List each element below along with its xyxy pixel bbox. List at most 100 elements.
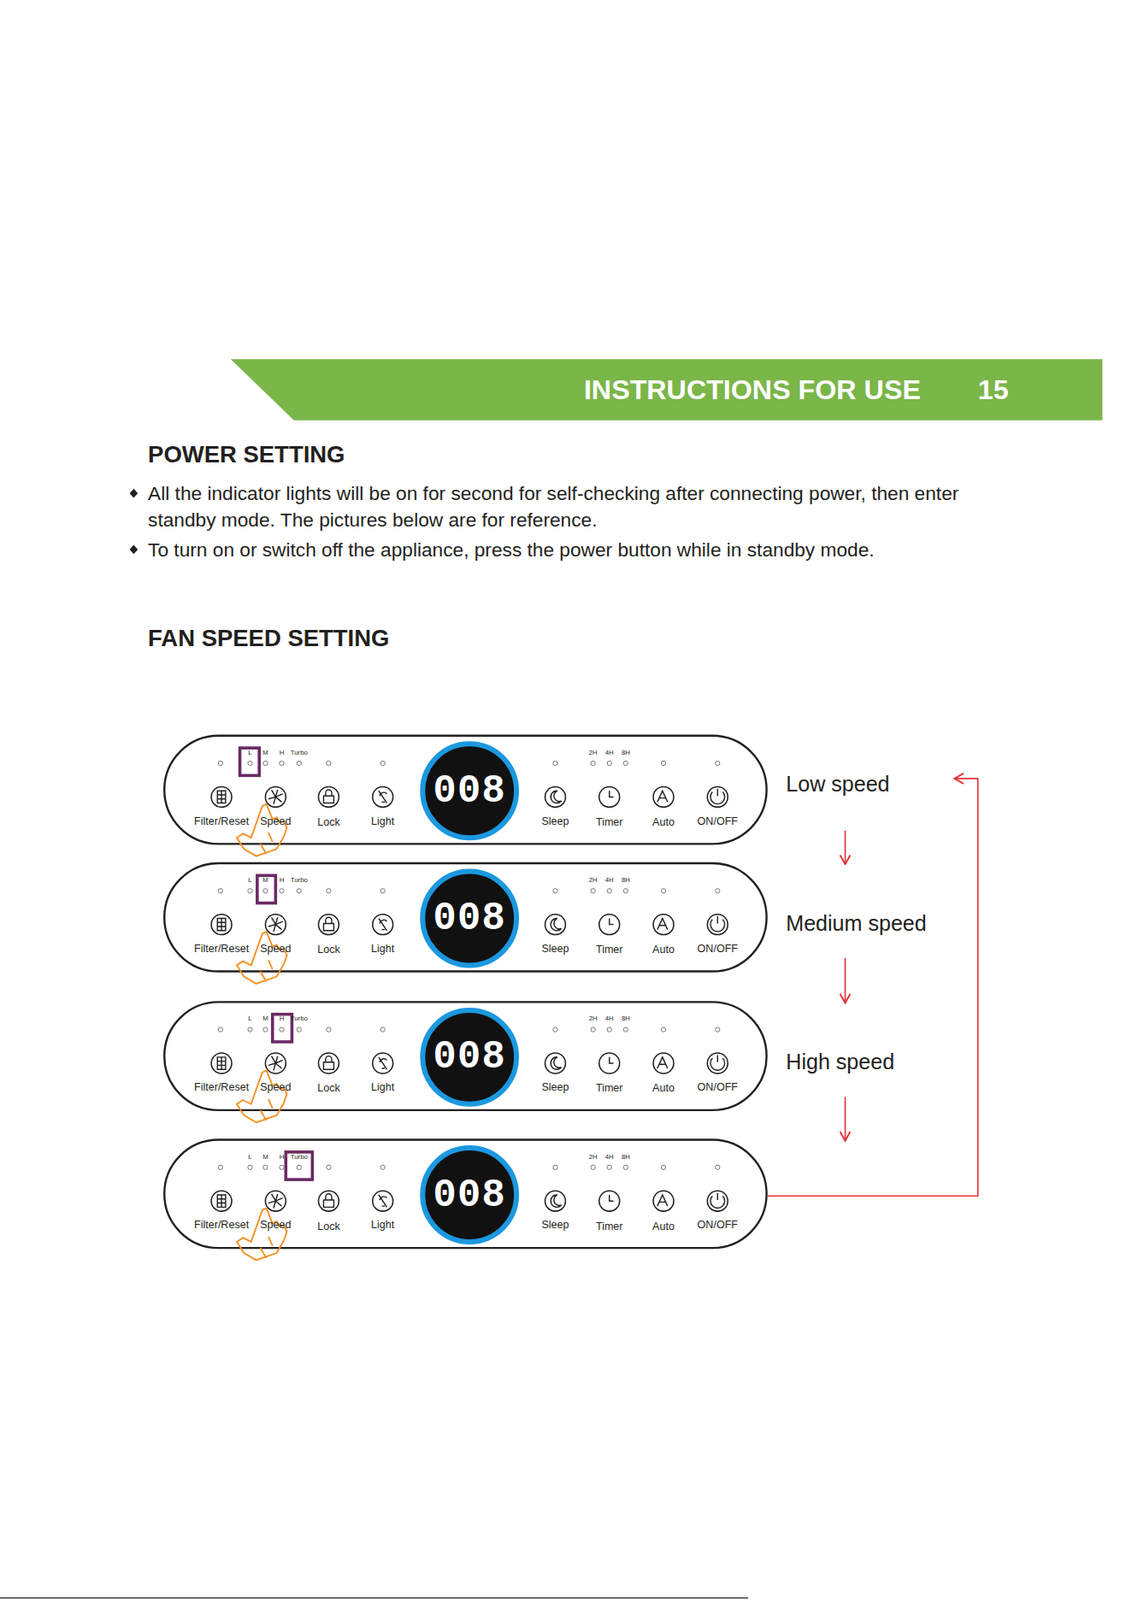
header-band: INSTRUCTIONS FOR USE 15 <box>230 359 1103 421</box>
indicator-dot <box>263 889 268 894</box>
button-icon <box>653 786 674 808</box>
button-label: Timer <box>595 1220 624 1233</box>
indicator-label: M <box>262 1152 268 1160</box>
indicator-dot <box>296 1165 301 1170</box>
indicator-label: H <box>279 1152 285 1160</box>
indicator-dot <box>296 1027 301 1032</box>
button-glyph <box>609 1057 614 1064</box>
button-label: Sleep <box>541 1218 569 1231</box>
section-heading: FAN SPEED SETTING <box>147 624 390 652</box>
indicator-dot <box>218 889 223 894</box>
button-icon <box>599 786 620 808</box>
indicator-dot <box>247 1027 253 1032</box>
button-icon <box>211 1190 232 1212</box>
sequence-arrow <box>844 831 847 865</box>
indicator-dot <box>623 889 628 894</box>
button-glyph <box>657 918 668 930</box>
indicator-dot <box>607 1165 612 1170</box>
indicator-label: Turbo <box>290 748 308 756</box>
button-glyph <box>609 918 614 925</box>
button-label: Light <box>371 1080 395 1093</box>
button-glyph <box>710 916 726 932</box>
indicator-label: M <box>262 748 268 756</box>
button-icon <box>211 1053 232 1074</box>
button-label: Timer <box>595 815 624 828</box>
indicator-dot <box>247 889 253 894</box>
indicator-label: 4H <box>605 1152 614 1160</box>
indicator-label: 4H <box>605 748 614 756</box>
display-readout: 008 <box>433 769 507 814</box>
button-label: Speed <box>259 814 291 827</box>
button-label: ON/OFF <box>697 1218 738 1231</box>
pointing-hand <box>236 804 287 857</box>
speed-label: Low speed <box>785 772 890 798</box>
pointing-hand <box>236 931 287 985</box>
button-label: Auto <box>652 1082 675 1095</box>
button-label: Auto <box>652 943 675 956</box>
indicator-dot <box>296 760 301 766</box>
indicator-label: 8H <box>621 748 631 756</box>
bullet-diamond <box>129 545 139 555</box>
banner-title: INSTRUCTIONS FOR USE <box>583 375 921 407</box>
button-glyph <box>657 790 668 802</box>
button-glyph <box>710 1193 726 1209</box>
button-glyph <box>323 1194 334 1209</box>
button-icon <box>545 786 566 808</box>
button-icon <box>653 1190 674 1212</box>
indicator-label: H <box>279 1014 285 1022</box>
indicator-dot <box>553 889 558 894</box>
indicator-dot <box>218 760 223 766</box>
display-ring <box>422 1010 517 1105</box>
button-icon <box>211 914 232 936</box>
indicator-label: M <box>262 876 268 884</box>
button-glyph <box>268 1056 283 1072</box>
button-label: Lock <box>317 1220 340 1233</box>
button-glyph <box>378 790 388 803</box>
indicator-dot <box>660 1165 666 1170</box>
indicator-label: M <box>262 1014 268 1022</box>
button-glyph <box>268 790 283 805</box>
button-label: Timer <box>595 1082 624 1095</box>
button-icon <box>545 1053 566 1074</box>
indicator-dot <box>590 1165 596 1170</box>
button-label: Speed <box>259 1080 291 1093</box>
button-label: Filter/Reset <box>194 814 249 827</box>
indicator-dot <box>263 760 268 766</box>
indicator-label: H <box>279 748 285 756</box>
button-glyph <box>550 790 561 803</box>
button-icon <box>653 914 674 936</box>
indicator-dot <box>590 1027 596 1032</box>
control-panel: LMHTurbo2H4H8H008Filter/ResetSpeedLockLi… <box>163 862 768 973</box>
selection-highlight <box>257 875 276 903</box>
button-glyph <box>268 1194 283 1209</box>
page-number: 15 <box>978 375 1009 407</box>
button-glyph <box>378 918 388 931</box>
sequence-arrow <box>767 778 979 1197</box>
button-label: Light <box>371 1218 395 1231</box>
indicator-dot <box>623 1027 628 1032</box>
indicator-label: H <box>279 876 285 884</box>
button-label: Sleep <box>541 942 569 955</box>
indicator-dot <box>380 760 385 766</box>
indicator-dot <box>247 760 253 766</box>
indicator-dot <box>590 760 596 766</box>
display-ring <box>422 1148 517 1243</box>
sequence-arrow <box>844 1096 847 1141</box>
button-icon <box>265 914 286 936</box>
indicator-label: 8H <box>621 1014 631 1022</box>
display-readout: 008 <box>433 1035 507 1079</box>
indicator-label: L <box>247 1152 252 1160</box>
indicator-dot <box>607 889 612 894</box>
speed-label: Medium speed <box>785 911 926 937</box>
indicator-dot <box>247 1165 253 1170</box>
indicator-label: 2H <box>589 1152 598 1160</box>
selection-highlight <box>272 1014 293 1043</box>
button-icon <box>599 1053 620 1074</box>
indicator-dot <box>326 889 331 894</box>
button-label: ON/OFF <box>697 942 738 955</box>
button-icon <box>707 1053 728 1074</box>
button-icon <box>265 786 286 808</box>
button-icon <box>211 786 232 808</box>
button-label: Light <box>371 814 395 827</box>
button-glyph <box>550 1057 561 1070</box>
